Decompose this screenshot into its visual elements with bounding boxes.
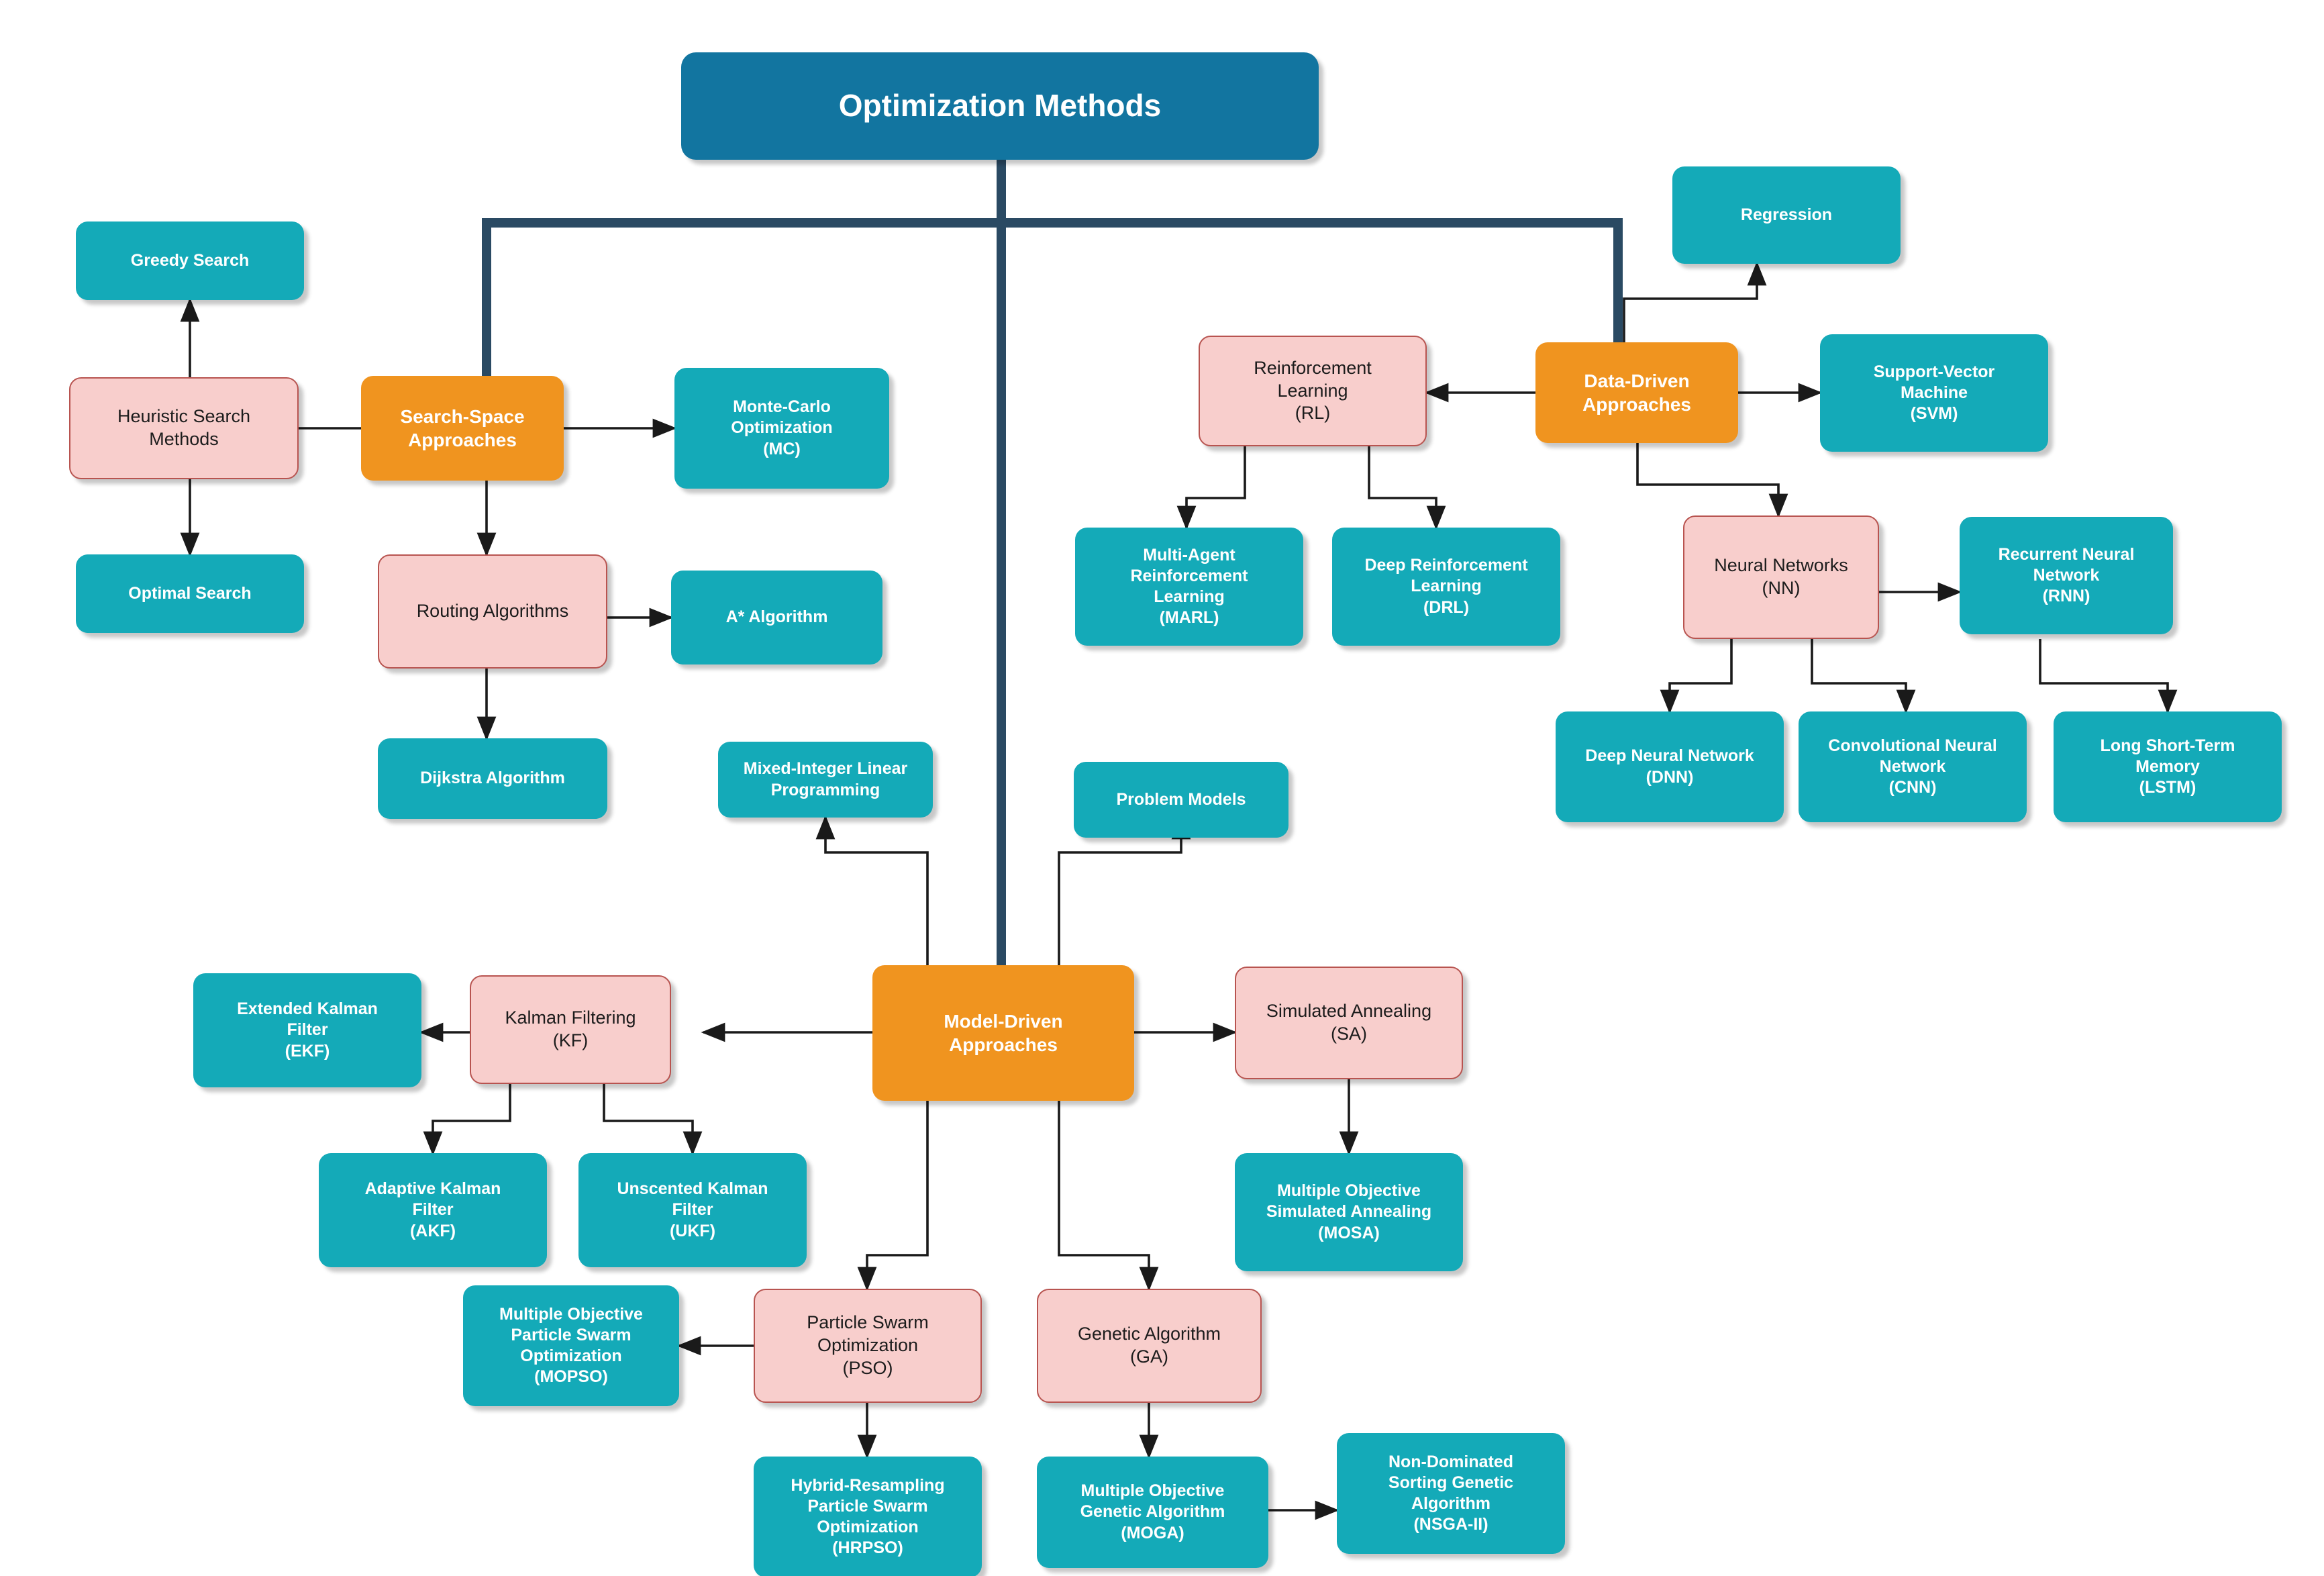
node-label: Monte-Carlo Optimization (MC) bbox=[731, 397, 833, 458]
node-mopso[interactable]: Multiple Objective Particle Swarm Optimi… bbox=[463, 1285, 679, 1406]
node-neural-networks[interactable]: Neural Networks (NN) bbox=[1683, 515, 1879, 639]
node-ekf[interactable]: Extended Kalman Filter (EKF) bbox=[193, 973, 421, 1087]
node-rnn[interactable]: Recurrent Neural Network (RNN) bbox=[1960, 517, 2173, 634]
node-label: Kalman Filtering (KF) bbox=[505, 1007, 636, 1050]
node-simulated-annealing[interactable]: Simulated Annealing (SA) bbox=[1235, 967, 1463, 1079]
node-label: Routing Algorithms bbox=[416, 601, 569, 622]
node-akf[interactable]: Adaptive Kalman Filter (AKF) bbox=[319, 1153, 547, 1267]
node-mosa[interactable]: Multiple Objective Simulated Annealing (… bbox=[1235, 1153, 1463, 1271]
node-label: Hybrid-Resampling Particle Swarm Optimiz… bbox=[791, 1475, 945, 1558]
node-data-driven-approaches[interactable]: Data-Driven Approaches bbox=[1535, 342, 1738, 443]
node-label: Neural Networks (NN) bbox=[1714, 555, 1848, 598]
node-marl[interactable]: Multi-Agent Reinforcement Learning (MARL… bbox=[1075, 528, 1303, 646]
node-label: Extended Kalman Filter (EKF) bbox=[237, 999, 378, 1061]
node-kalman-filtering[interactable]: Kalman Filtering (KF) bbox=[470, 975, 671, 1084]
node-label: Multiple Objective Simulated Annealing (… bbox=[1266, 1181, 1432, 1242]
node-label: Multi-Agent Reinforcement Learning (MARL… bbox=[1130, 545, 1248, 628]
node-label: Recurrent Neural Network (RNN) bbox=[1998, 544, 2135, 606]
node-label: Heuristic Search Methods bbox=[117, 406, 251, 449]
node-label: Data-Driven Approaches bbox=[1582, 371, 1691, 415]
node-monte-carlo-optimization[interactable]: Monte-Carlo Optimization (MC) bbox=[674, 368, 889, 489]
node-pso[interactable]: Particle Swarm Optimization (PSO) bbox=[754, 1289, 982, 1403]
node-label: Dijkstra Algorithm bbox=[420, 769, 565, 788]
node-label: Optimization Methods bbox=[838, 88, 1162, 124]
node-label: Mixed-Integer Linear Programming bbox=[743, 759, 908, 799]
node-regression[interactable]: Regression bbox=[1672, 166, 1901, 264]
node-label: Model-Driven Approaches bbox=[944, 1011, 1063, 1055]
node-drl[interactable]: Deep Reinforcement Learning (DRL) bbox=[1332, 528, 1560, 646]
node-label: Adaptive Kalman Filter (AKF) bbox=[364, 1179, 501, 1240]
node-label: Simulated Annealing (SA) bbox=[1266, 1001, 1432, 1044]
node-label: Problem Models bbox=[1116, 789, 1246, 809]
node-dijkstra-algorithm[interactable]: Dijkstra Algorithm bbox=[378, 738, 607, 819]
node-svm[interactable]: Support-Vector Machine (SVM) bbox=[1820, 334, 2048, 452]
node-label: Greedy Search bbox=[130, 250, 250, 270]
node-lstm[interactable]: Long Short-Term Memory (LSTM) bbox=[2054, 711, 2282, 822]
node-label: Support-Vector Machine (SVM) bbox=[1873, 362, 1995, 424]
node-label: Convolutional Neural Network (CNN) bbox=[1828, 736, 1997, 797]
node-search-space-approaches[interactable]: Search-Space Approaches bbox=[361, 376, 564, 481]
node-model-driven-approaches[interactable]: Model-Driven Approaches bbox=[872, 965, 1134, 1101]
node-dnn[interactable]: Deep Neural Network (DNN) bbox=[1556, 711, 1784, 822]
node-hrpso[interactable]: Hybrid-Resampling Particle Swarm Optimiz… bbox=[754, 1457, 982, 1576]
node-milp[interactable]: Mixed-Integer Linear Programming bbox=[718, 742, 933, 818]
node-nsga2[interactable]: Non-Dominated Sorting Genetic Algorithm … bbox=[1337, 1433, 1565, 1554]
node-label: Non-Dominated Sorting Genetic Algorithm … bbox=[1388, 1452, 1514, 1534]
node-moga[interactable]: Multiple Objective Genetic Algorithm (MO… bbox=[1037, 1457, 1268, 1568]
node-label: Reinforcement Learning (RL) bbox=[1254, 357, 1372, 424]
node-label: Search-Space Approaches bbox=[400, 406, 525, 450]
node-label: Multiple Objective Genetic Algorithm (MO… bbox=[1080, 1481, 1225, 1542]
node-greedy-search[interactable]: Greedy Search bbox=[76, 221, 304, 300]
node-label: Long Short-Term Memory (LSTM) bbox=[2100, 736, 2235, 797]
node-ukf[interactable]: Unscented Kalman Filter (UKF) bbox=[578, 1153, 807, 1267]
node-label: Multiple Objective Particle Swarm Optimi… bbox=[499, 1304, 643, 1387]
node-label: Genetic Algorithm (GA) bbox=[1077, 1324, 1221, 1367]
node-label: Optimal Search bbox=[128, 583, 252, 603]
node-cnn[interactable]: Convolutional Neural Network (CNN) bbox=[1799, 711, 2027, 822]
node-label: Deep Reinforcement Learning (DRL) bbox=[1364, 556, 1528, 617]
node-heuristic-search-methods[interactable]: Heuristic Search Methods bbox=[69, 377, 299, 479]
node-routing-algorithms[interactable]: Routing Algorithms bbox=[378, 554, 607, 669]
node-optimization-methods[interactable]: Optimization Methods bbox=[681, 52, 1319, 160]
node-reinforcement-learning[interactable]: Reinforcement Learning (RL) bbox=[1199, 336, 1427, 446]
node-problem-models[interactable]: Problem Models bbox=[1074, 762, 1289, 838]
node-label: Regression bbox=[1740, 205, 1833, 224]
node-genetic-algorithm[interactable]: Genetic Algorithm (GA) bbox=[1037, 1289, 1262, 1403]
node-label: A* Algorithm bbox=[725, 607, 828, 627]
node-label: Unscented Kalman Filter (UKF) bbox=[617, 1179, 768, 1240]
node-optimal-search[interactable]: Optimal Search bbox=[76, 554, 304, 633]
node-label: Particle Swarm Optimization (PSO) bbox=[807, 1312, 929, 1378]
node-label: Deep Neural Network (DNN) bbox=[1585, 746, 1754, 787]
node-a-star-algorithm[interactable]: A* Algorithm bbox=[671, 571, 882, 664]
